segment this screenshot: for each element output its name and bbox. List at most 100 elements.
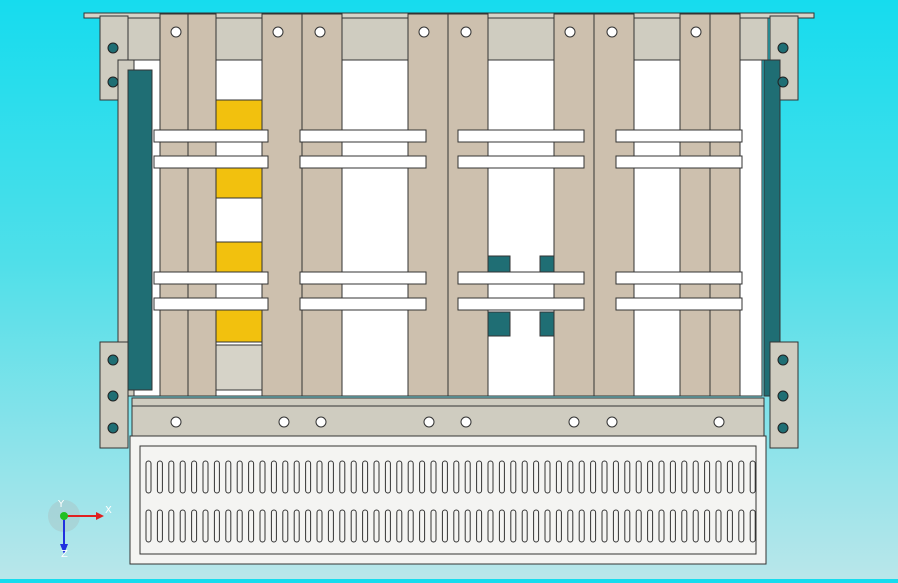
vent-slot: [259, 460, 266, 494]
vent-slot: [441, 460, 448, 494]
vent-slot: [533, 509, 540, 543]
vent-slot: [339, 509, 346, 543]
busbar-hole: [690, 26, 702, 38]
vent-slot: [567, 460, 574, 494]
clamp-bar: [153, 155, 269, 169]
vent-slot: [225, 509, 232, 543]
vent-slot: [578, 509, 585, 543]
vent-slot: [658, 460, 665, 494]
vent-slot: [305, 509, 312, 543]
vent-slot: [669, 509, 676, 543]
yellow-insulator-4: [215, 309, 265, 343]
mount-hole: [777, 390, 789, 402]
vent-slot: [555, 509, 562, 543]
vent-slot: [749, 460, 756, 494]
busbar-hole: [564, 26, 576, 38]
vent-slot: [464, 509, 471, 543]
vent-slot: [658, 509, 665, 543]
clamp-bar: [457, 129, 585, 143]
busbar-hole: [460, 26, 472, 38]
frame-hole: [606, 416, 618, 428]
vent-slot: [191, 509, 198, 543]
vent-slot: [590, 460, 597, 494]
grey-spacer: [215, 344, 265, 391]
vent-slot: [270, 509, 277, 543]
busbar-hole: [418, 26, 430, 38]
clamp-bar: [153, 297, 269, 311]
frame-hole: [423, 416, 435, 428]
vent-slot: [476, 460, 483, 494]
vent-slot: [601, 509, 608, 543]
vent-slot: [384, 460, 391, 494]
vent-slot: [396, 509, 403, 543]
yellow-insulator-2: [215, 167, 265, 199]
clamp-bar: [299, 129, 427, 143]
vent-slot: [453, 509, 460, 543]
vent-slot: [430, 460, 437, 494]
vent-slot: [327, 509, 334, 543]
vent-slot: [601, 460, 608, 494]
clamp-bar: [153, 271, 269, 285]
vent-slot: [635, 460, 642, 494]
busbar-hole: [170, 26, 182, 38]
frame-hole: [170, 416, 182, 428]
vent-slot: [156, 460, 163, 494]
vent-slot: [282, 509, 289, 543]
vent-slot: [270, 460, 277, 494]
mount-hole: [107, 422, 119, 434]
vent-slot: [578, 460, 585, 494]
busbar-hole: [314, 26, 326, 38]
frame-hole: [713, 416, 725, 428]
vent-slot: [647, 460, 654, 494]
vent-slot: [726, 460, 733, 494]
mount-hole: [777, 76, 789, 88]
vent-slot: [453, 460, 460, 494]
triad-y-label: Y: [58, 499, 65, 510]
vent-slot: [396, 460, 403, 494]
clamp-bar: [615, 155, 743, 169]
vent-slot: [612, 509, 619, 543]
vent-slot: [647, 509, 654, 543]
clamp-bar: [615, 271, 743, 285]
busbar-hole: [272, 26, 284, 38]
vent-slot: [145, 460, 152, 494]
vent-slot: [282, 460, 289, 494]
vent-slot: [635, 509, 642, 543]
vent-slot: [555, 460, 562, 494]
yellow-insulator-3: [215, 241, 265, 273]
vent-slot: [259, 509, 266, 543]
vent-slot: [168, 460, 175, 494]
vent-slot: [362, 460, 369, 494]
clamp-bar: [153, 129, 269, 143]
vent-slot: [487, 509, 494, 543]
vent-slot: [681, 509, 688, 543]
vent-slot: [544, 460, 551, 494]
vent-slot: [339, 460, 346, 494]
vent-slot: [213, 509, 220, 543]
vent-slot: [373, 460, 380, 494]
frame-hole: [278, 416, 290, 428]
vent-slot: [191, 460, 198, 494]
vent-slot: [316, 460, 323, 494]
vent-slot: [248, 509, 255, 543]
vent-slot: [624, 509, 631, 543]
vent-slot: [305, 460, 312, 494]
mount-hole: [777, 422, 789, 434]
vent-slot: [715, 460, 722, 494]
vent-slot: [202, 509, 209, 543]
busbar-hole: [606, 26, 618, 38]
clamp-bar: [299, 155, 427, 169]
vent-slot: [236, 509, 243, 543]
vent-slot: [179, 509, 186, 543]
vent-slot: [168, 509, 175, 543]
vent-slot: [681, 460, 688, 494]
vent-slot: [179, 460, 186, 494]
vent-slot: [350, 509, 357, 543]
yellow-insulator-1: [215, 99, 265, 131]
mount-hole: [107, 76, 119, 88]
vent-slot: [213, 460, 220, 494]
clamp-bar: [615, 297, 743, 311]
mount-hole: [107, 42, 119, 54]
